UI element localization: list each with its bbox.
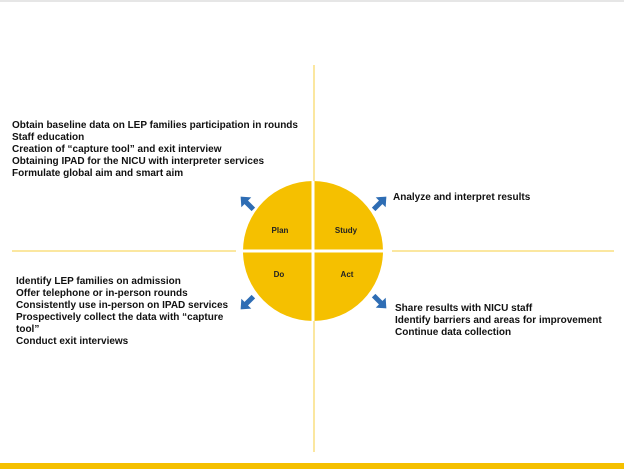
plan-arrow-icon [240, 196, 256, 212]
do-step: Offer telephone or in-person rounds [16, 288, 188, 299]
plan-label: Plan [272, 226, 289, 235]
act-step: Continue data collection [395, 327, 512, 338]
do-arrow-icon [240, 294, 256, 310]
do-steps-list: Identify LEP families on admission Offer… [16, 276, 231, 348]
act-steps-list: Share results with NICU staff Identify b… [395, 303, 620, 339]
act-label: Act [341, 270, 354, 279]
act-step: Share results with NICU staff [395, 303, 533, 314]
do-step: Prospectively collect the data with “cap… [16, 312, 224, 335]
study-steps-list: Analyze and interpret results [393, 192, 618, 204]
act-step: Identify barriers and areas for improvem… [395, 315, 602, 326]
bottom-accent-bar [0, 463, 624, 469]
plan-step: Formulate global aim and smart aim [12, 168, 184, 179]
plan-step: Staff education [12, 132, 85, 143]
plan-steps-list: Obtain baseline data on LEP families par… [12, 120, 312, 180]
study-arrow-icon [371, 196, 387, 212]
do-label: Do [274, 270, 285, 279]
plan-step: Obtain baseline data on LEP families par… [12, 120, 298, 131]
do-step: Conduct exit interviews [16, 336, 129, 347]
top-border [0, 0, 624, 2]
horizontal-axis-line-right [392, 250, 614, 252]
act-arrow-icon [371, 293, 387, 309]
study-step: Analyze and interpret results [393, 192, 531, 203]
horizontal-axis-line-left [12, 250, 236, 252]
do-step: Identify LEP families on admission [16, 276, 181, 287]
do-step: Consistently use in-person on IPAD servi… [16, 300, 229, 311]
plan-step: Creation of “capture tool” and exit inte… [12, 144, 222, 155]
study-label: Study [335, 226, 358, 235]
plan-step: Obtaining IPAD for the NICU with interpr… [12, 156, 265, 167]
